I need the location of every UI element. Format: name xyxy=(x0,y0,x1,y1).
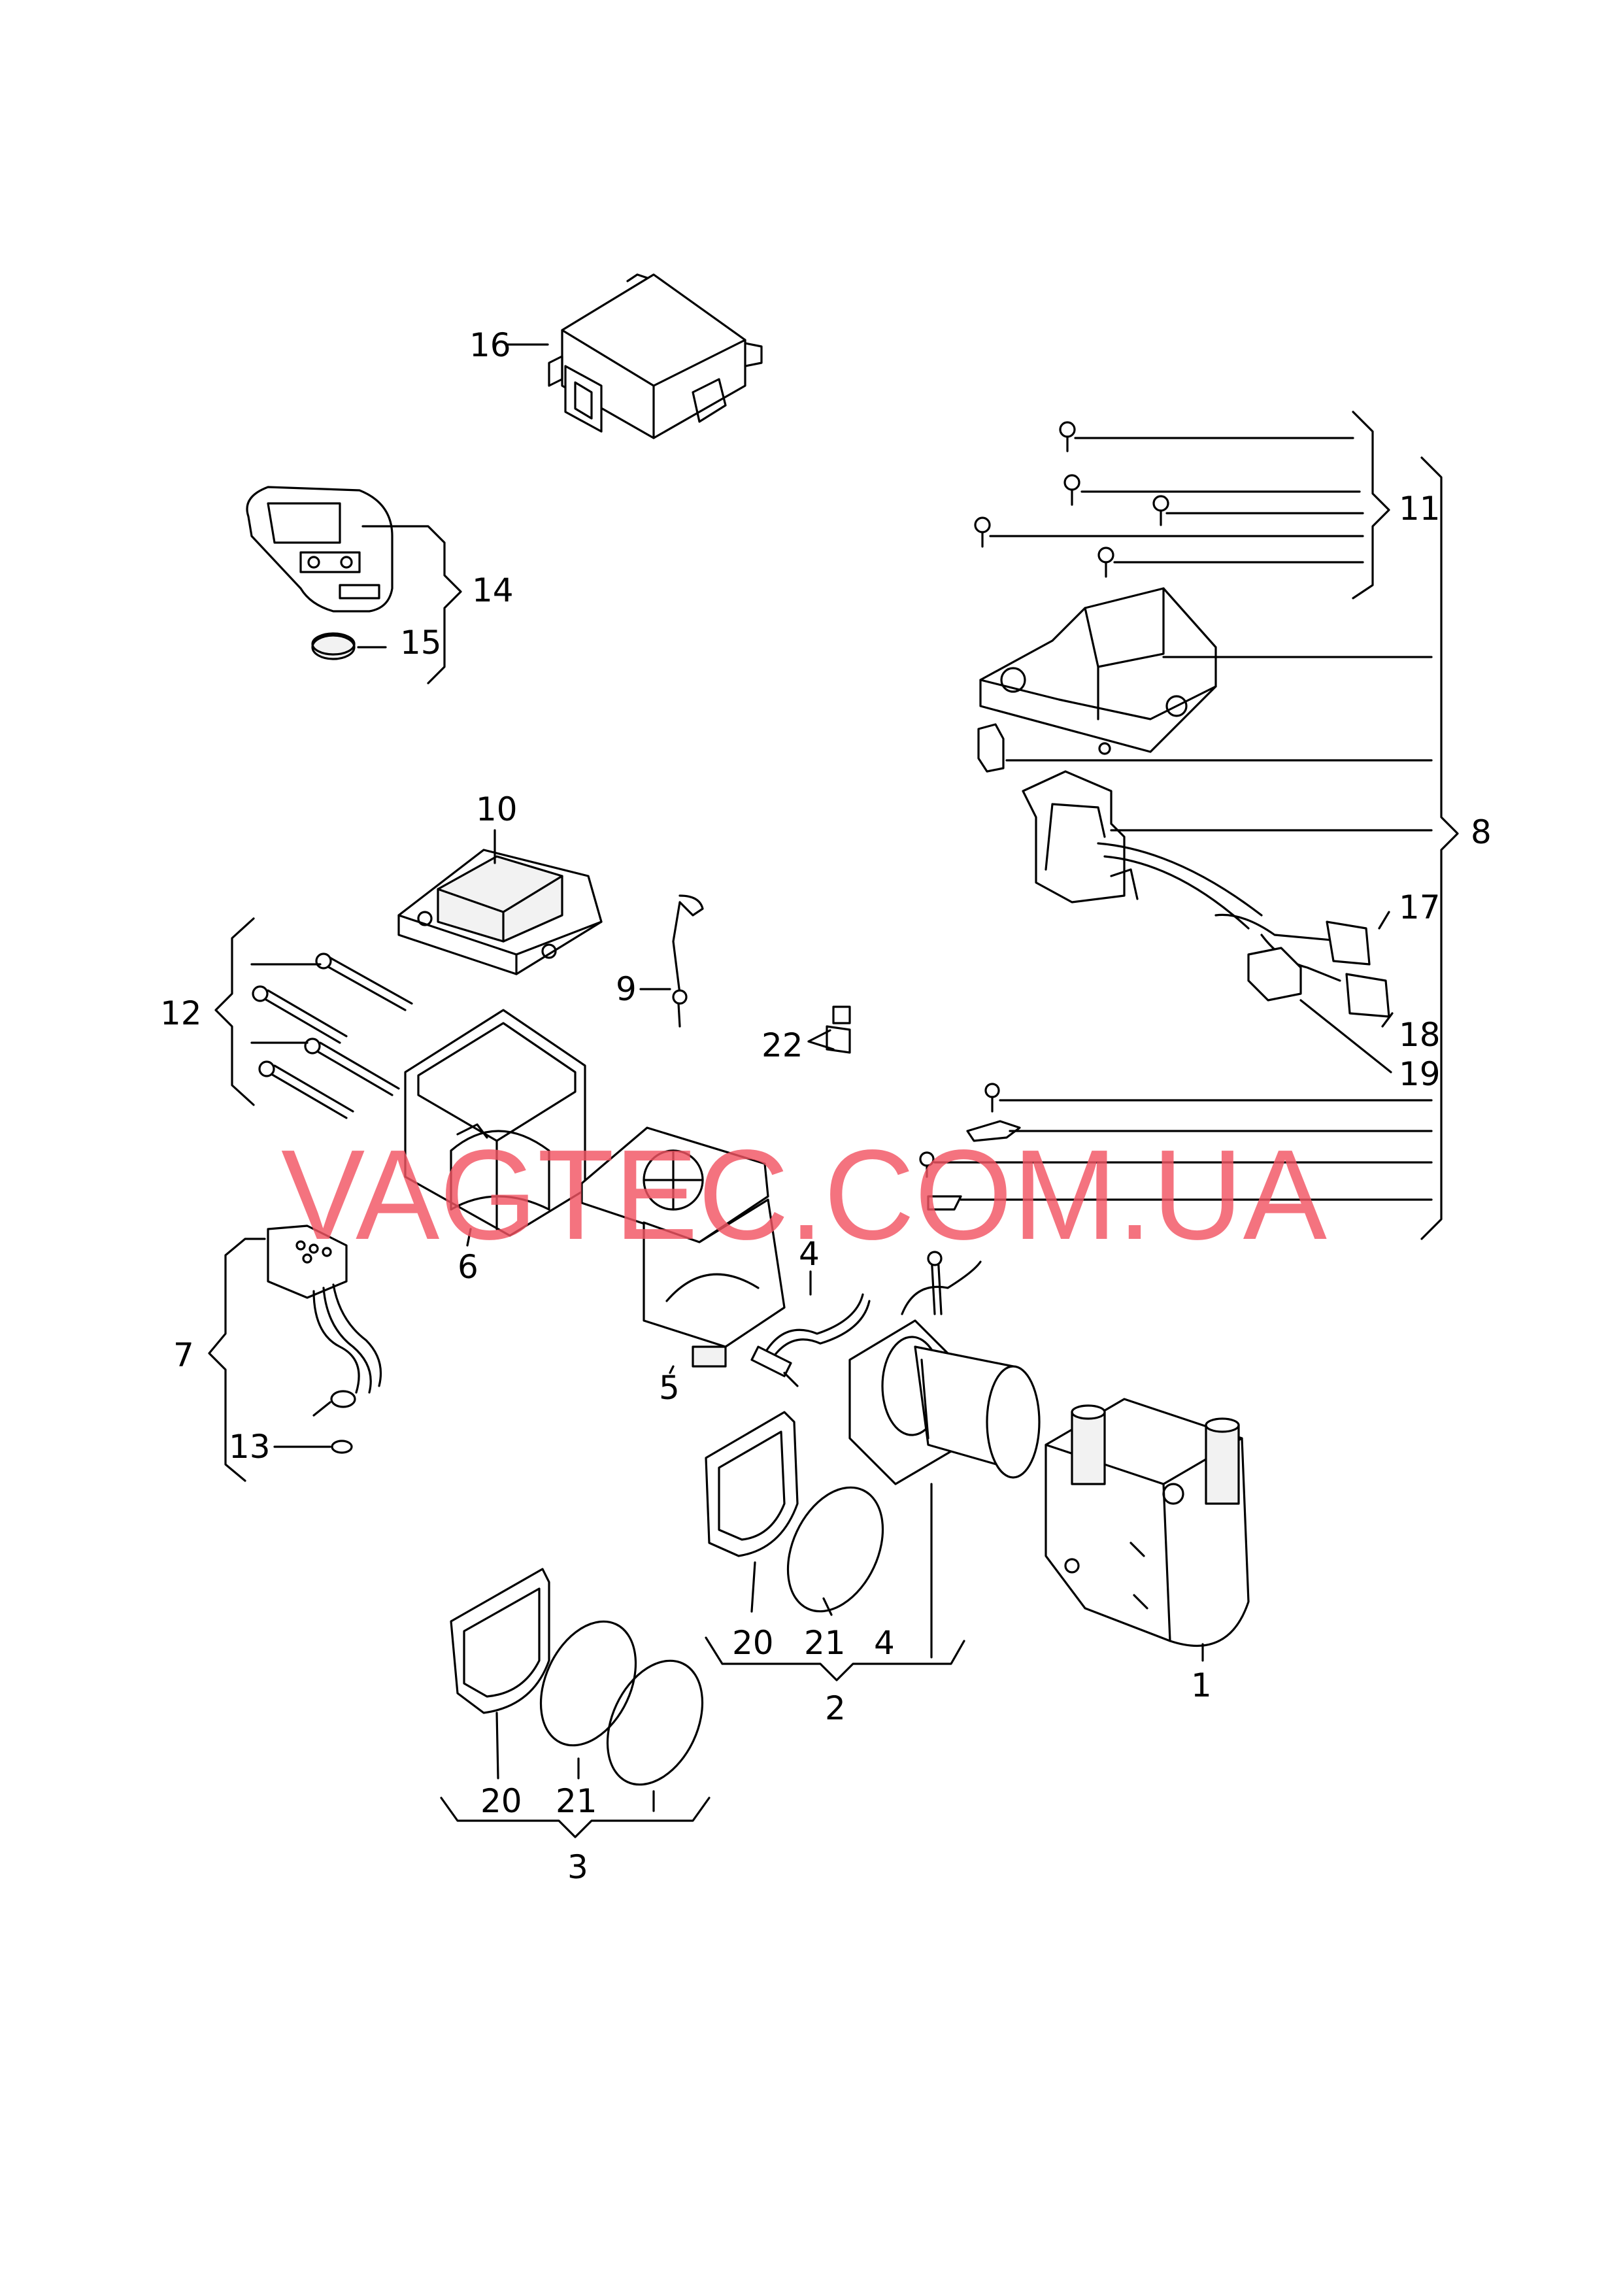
heat-exchanger-1 xyxy=(1045,1398,1250,1647)
nut-22 xyxy=(826,1005,851,1054)
sensor-9 xyxy=(672,894,704,1028)
callout-19: 19 xyxy=(1399,1055,1441,1093)
battery-15 xyxy=(311,632,356,660)
control-unit-16 xyxy=(548,273,763,439)
clip-8 xyxy=(977,723,1005,773)
o-ring-21-group-3 xyxy=(539,1620,637,1747)
callout-21-group3: 21 xyxy=(556,1782,597,1820)
callout-5: 5 xyxy=(659,1369,680,1407)
watermark: VAGTEC.COM.UA xyxy=(281,1123,1327,1266)
callout-7: 7 xyxy=(173,1336,194,1374)
callout-8: 8 xyxy=(1471,813,1492,851)
housing-6 xyxy=(404,1009,586,1237)
callout-18: 18 xyxy=(1399,1016,1441,1054)
bolts-12 xyxy=(252,953,413,1119)
callout-16: 16 xyxy=(469,326,511,364)
remote-control-14 xyxy=(246,486,393,613)
o-ring-group-3 xyxy=(606,1659,704,1786)
leader-lines xyxy=(208,343,1459,1838)
callout-20-group2: 20 xyxy=(732,1624,774,1662)
gasket-20-group-3 xyxy=(450,1568,550,1714)
cover-8 xyxy=(979,587,1217,755)
callout-6: 6 xyxy=(458,1248,478,1286)
gasket-20-group-2 xyxy=(705,1411,799,1557)
harness-7 xyxy=(267,1224,382,1417)
callout-21-group2: 21 xyxy=(804,1624,846,1662)
callout-10: 10 xyxy=(476,790,518,828)
callout-4-upper: 4 xyxy=(799,1235,820,1273)
callout-2: 2 xyxy=(825,1689,846,1727)
callout-22: 22 xyxy=(761,1026,803,1064)
burner-2 xyxy=(848,1251,1041,1485)
o-ring-13 xyxy=(331,1440,353,1454)
screws-11 xyxy=(974,421,1169,578)
callout-labels: 16 14 15 11 8 17 18 19 10 9 22 12 6 5 4 … xyxy=(160,326,1492,1886)
control-module-10 xyxy=(397,849,603,975)
bracket-8 xyxy=(919,1083,1021,1211)
callout-1: 1 xyxy=(1191,1666,1212,1704)
callout-11: 11 xyxy=(1399,490,1441,528)
o-ring-21-group-2 xyxy=(786,1486,884,1613)
callout-13: 13 xyxy=(229,1428,271,1466)
callout-9: 9 xyxy=(616,970,637,1008)
callout-12: 12 xyxy=(160,994,202,1032)
callout-4-lower: 4 xyxy=(874,1624,895,1662)
blower-5 xyxy=(580,1126,786,1368)
metering-pump-8 xyxy=(1022,770,1390,1018)
callout-20-group3: 20 xyxy=(480,1782,522,1820)
callout-14: 14 xyxy=(472,571,514,609)
callout-15: 15 xyxy=(400,624,442,662)
glow-plug-4 xyxy=(750,1293,871,1387)
callout-3: 3 xyxy=(567,1848,588,1886)
callout-17: 17 xyxy=(1399,888,1441,926)
